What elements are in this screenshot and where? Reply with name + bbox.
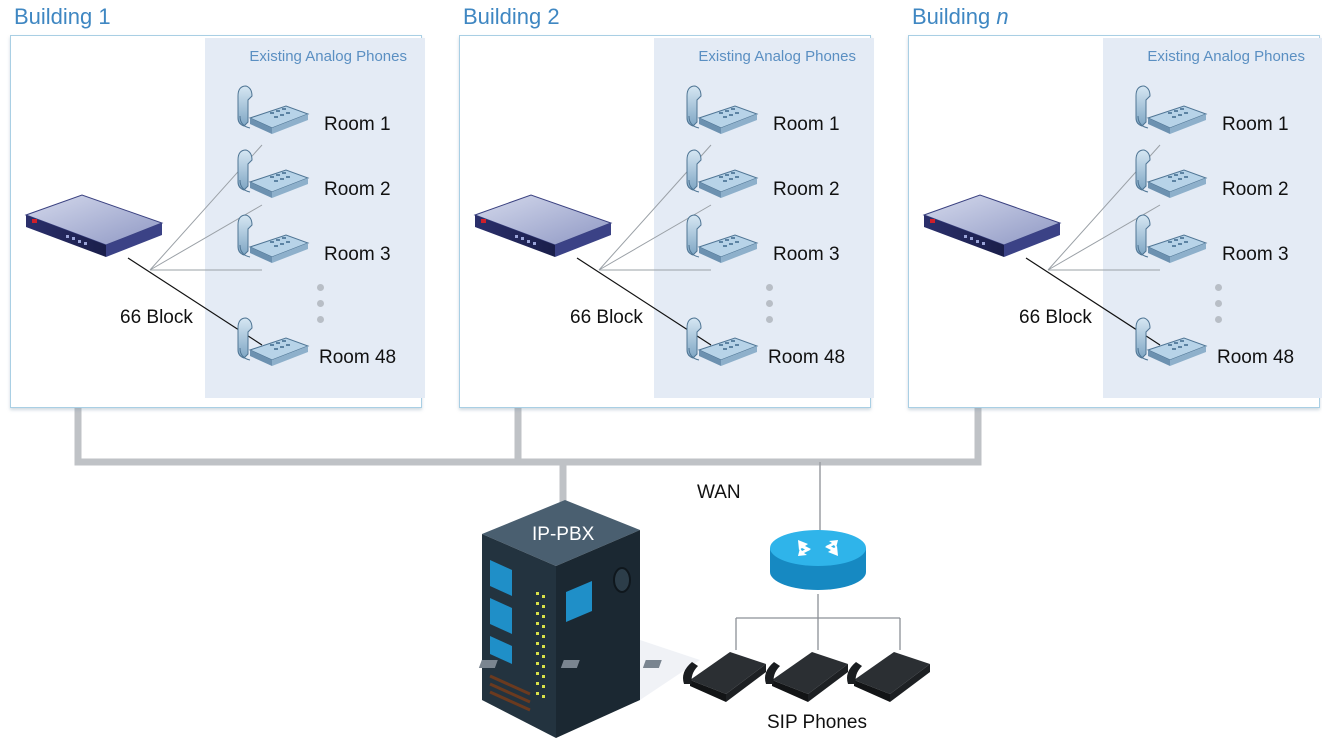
ellipsis-dots xyxy=(766,284,774,332)
building-title: Building 2 xyxy=(463,4,560,29)
gateway-device-icon xyxy=(25,194,163,258)
analog-phone-icon xyxy=(686,317,758,367)
gateway-device-icon xyxy=(923,194,1061,258)
analog-phone-icon xyxy=(1135,85,1207,135)
server-tower-icon xyxy=(482,500,700,738)
room-label: Room 1 xyxy=(1222,114,1289,135)
room-label: Room 48 xyxy=(768,347,846,368)
analog-phone-icon xyxy=(237,317,309,367)
analog-phone-icon xyxy=(237,85,309,135)
analog-phone-icon xyxy=(686,214,758,264)
analog-phone-icon xyxy=(686,149,758,199)
room-label: Room 1 xyxy=(324,114,391,135)
building-n-devices xyxy=(923,85,1207,367)
analog-phone-icon xyxy=(237,149,309,199)
room-label: Room 3 xyxy=(1222,244,1289,265)
block-label: 66 Block xyxy=(1019,307,1092,328)
room-label: Room 2 xyxy=(773,179,840,200)
wan-label: WAN xyxy=(697,482,741,503)
panel-title: Existing Analog Phones xyxy=(1147,48,1305,65)
room-label: Room 48 xyxy=(319,347,397,368)
building-2-devices xyxy=(474,85,758,367)
room-label: Room 3 xyxy=(773,244,840,265)
room-label: Room 2 xyxy=(1222,179,1289,200)
sip-phones xyxy=(478,652,930,702)
analog-phone-icon xyxy=(1135,317,1207,367)
room-label: Room 2 xyxy=(324,179,391,200)
sip-phone-icon xyxy=(478,652,766,702)
room-label: Room 48 xyxy=(1217,347,1295,368)
ellipsis-dots xyxy=(317,284,325,332)
building-title: Building 1 xyxy=(14,4,111,29)
building-1-devices xyxy=(25,85,309,367)
analog-phone-icon xyxy=(1135,149,1207,199)
panel-title: Existing Analog Phones xyxy=(698,48,856,65)
analog-phone-icon xyxy=(1135,214,1207,264)
ip-pbx-label: IP-PBX xyxy=(532,524,595,545)
block-label: 66 Block xyxy=(570,307,643,328)
sip-phone-icon xyxy=(560,652,848,702)
ellipsis-dots xyxy=(1215,284,1223,332)
room-label: Room 1 xyxy=(773,114,840,135)
room-label: Room 3 xyxy=(324,244,391,265)
analog-phone-icon xyxy=(237,214,309,264)
analog-phone-icon xyxy=(686,85,758,135)
building-title: Building n xyxy=(912,4,1009,29)
gateway-device-icon xyxy=(474,194,612,258)
sip-phones-label: SIP Phones xyxy=(767,712,868,733)
block-label: 66 Block xyxy=(120,307,193,328)
panel-title: Existing Analog Phones xyxy=(249,48,407,65)
router-icon xyxy=(770,530,866,590)
sip-phone-icon xyxy=(642,652,930,702)
